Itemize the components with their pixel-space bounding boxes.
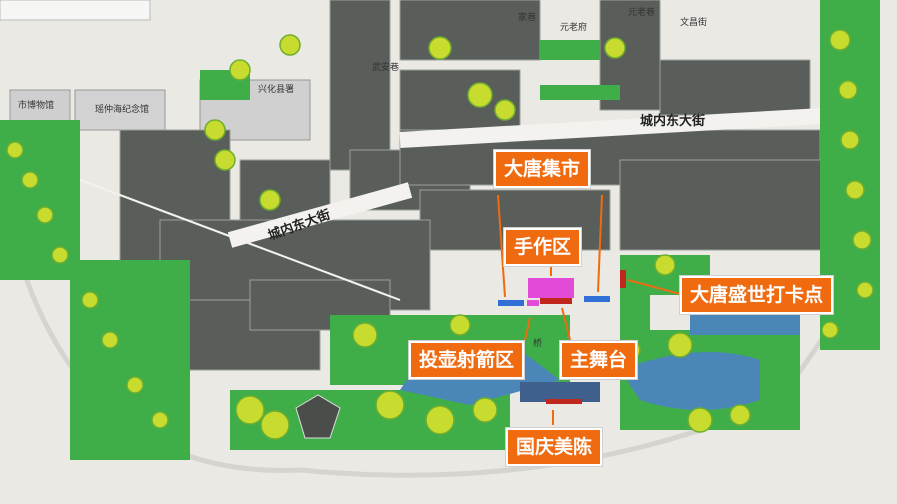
callout-handicraft-area[interactable]: 手作区 — [504, 228, 582, 266]
handicraft-marker[interactable] — [528, 278, 574, 298]
checkin-marker[interactable] — [620, 270, 626, 288]
pavilion — [295, 394, 341, 439]
callout-main-stage[interactable]: 主舞台 — [560, 341, 638, 379]
yuanlaofu-label: 元老府 — [560, 21, 587, 33]
market-marker-right[interactable] — [584, 296, 610, 302]
callout-datang-market[interactable]: 大唐集市 — [494, 150, 591, 188]
museum-label: 市博物馆 — [18, 99, 54, 111]
bridge — [520, 382, 600, 402]
street-label-upper: 城内东大街 — [640, 113, 705, 129]
memorial-block — [74, 89, 166, 131]
callout-touhu-archery[interactable]: 投壶射箭区 — [409, 341, 525, 379]
wuan-lane-label: 武安巷 — [372, 61, 399, 73]
yuanlao-lane-label: 元老巷 — [628, 6, 655, 18]
main-stage-marker[interactable] — [540, 298, 572, 304]
wenchang-label: 文昌街 — [680, 16, 707, 28]
xinghua-label: 兴化县署 — [258, 83, 294, 95]
guoqing-marker[interactable] — [546, 399, 582, 404]
memorial-label: 瑶仲海纪念馆 — [95, 103, 149, 115]
callout-guoqing-meichen[interactable]: 国庆美陈 — [506, 428, 603, 466]
jia-lane-label: 家巷 — [518, 11, 536, 23]
callout-datang-checkin[interactable]: 大唐盛世打卡点 — [680, 276, 834, 314]
bridge-label: 桥 — [533, 337, 542, 349]
market-marker-left[interactable] — [498, 300, 524, 306]
touhu-marker[interactable] — [527, 300, 539, 306]
